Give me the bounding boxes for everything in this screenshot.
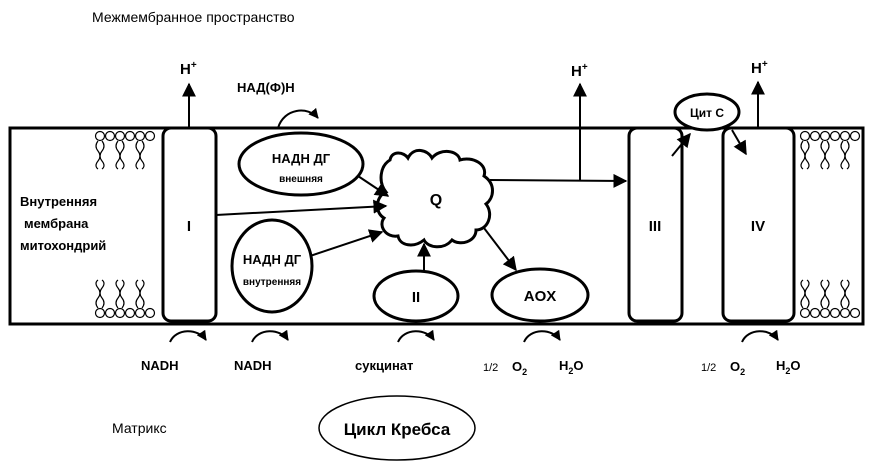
- nadh-label-1: NADH: [141, 358, 179, 373]
- nadh-dg-internal-sublabel: внутренняя: [243, 277, 301, 288]
- o2-label-1: O2: [512, 359, 527, 377]
- arrow-q-to-aox: [484, 228, 516, 270]
- nadh-arrow-2: [252, 331, 288, 342]
- complex-ii-label: II: [412, 289, 420, 306]
- complex-iv-label: IV: [751, 218, 765, 235]
- nadph-label: НАД(Ф)Н: [237, 80, 295, 95]
- matrix-label: Матрикс: [112, 420, 167, 436]
- cytochrome-c-label: Цит С: [690, 106, 724, 120]
- succinate-label: сукцинат: [355, 358, 413, 373]
- o2-label-2: O2: [730, 359, 745, 377]
- nadph-arrow: [278, 111, 318, 128]
- half-label-1: 1/2: [483, 362, 498, 374]
- krebs-cycle-label: Цикл Кребса: [344, 420, 451, 439]
- proton-label-1: H+: [180, 60, 197, 78]
- arrow-q-to-complex-iii: [490, 180, 626, 181]
- oxygen-arrow-1: [524, 331, 560, 342]
- aox-label: AOX: [524, 288, 557, 305]
- arrow-complex-i-to-q: [216, 206, 386, 215]
- membrane-label-line2: мембрана: [24, 216, 89, 231]
- nadh-dg-external-sublabel: внешняя: [279, 174, 323, 185]
- nadh-arrow-1: [170, 331, 206, 342]
- arrow-nadh-int-to-q: [310, 232, 382, 256]
- h2o-label-2: H2O: [776, 358, 801, 376]
- membrane-label-line1: Внутренняя: [20, 194, 97, 209]
- phospholipid-group-left-top: [96, 132, 155, 170]
- h2o-label-1: H2O: [559, 358, 584, 376]
- succinate-arrow: [398, 331, 434, 342]
- complex-iii-label: III: [649, 218, 662, 235]
- phospholipid-group-right-bottom: [801, 280, 860, 318]
- phospholipid-group-right-top: [801, 132, 860, 170]
- oxygen-arrow-2: [742, 331, 778, 342]
- proton-label-2: H+: [571, 62, 588, 80]
- intermembrane-space-label: Межмембранное пространство: [92, 9, 295, 25]
- phospholipid-group-left-bottom: [96, 280, 155, 318]
- half-label-2: 1/2: [701, 362, 716, 374]
- q-label: Q: [430, 192, 442, 209]
- nadh-dg-internal-label: НАДН ДГ: [243, 252, 302, 267]
- complex-i-label: I: [187, 218, 191, 235]
- nadh-label-2: NADH: [234, 358, 272, 373]
- nadh-dg-external-label: НАДН ДГ: [272, 151, 331, 166]
- proton-label-3: H+: [751, 59, 768, 77]
- membrane-label-line3: митохондрий: [20, 238, 106, 253]
